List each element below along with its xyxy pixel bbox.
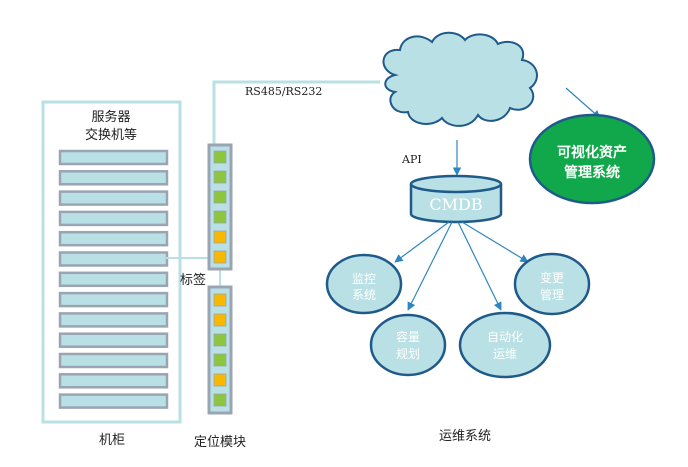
upper-slots (213, 150, 227, 264)
ops-node-automation-line1: 自动化 (487, 330, 523, 344)
cmdb-to-monitor-arrow (394, 221, 450, 263)
cmdb-database: CMDB (409, 174, 503, 224)
rack-unit (58, 291, 169, 308)
slot-green (213, 353, 227, 367)
cmdb-to-automation-arrow (457, 221, 502, 311)
rack-title-line2: 交换机等 (85, 127, 137, 143)
rack-unit (58, 149, 169, 166)
ops-nodes: 监控 系统 容量 规划 自动化 运维 变更 管理 (325, 252, 591, 379)
cmdb-label: CMDB (429, 195, 482, 214)
rack-unit (58, 332, 169, 348)
rack-unit (58, 170, 169, 186)
cloud-icon (382, 31, 538, 127)
slot-green (213, 393, 227, 407)
visual-system-line2: 管理系统 (564, 164, 620, 181)
ops-node-capacity-line1: 容量 (396, 329, 420, 344)
ops-node-monitor: 监控 系统 (325, 253, 403, 315)
cmdb-to-change-arrow (461, 221, 529, 263)
rack-unit (58, 312, 169, 328)
ops-node-automation: 自动化 运维 (458, 311, 552, 379)
locator-module: 标签 (180, 143, 233, 415)
rack-unit (58, 393, 169, 409)
ops-node-monitor-line1: 监控 (352, 272, 376, 286)
locator-caption: 定位模块 (194, 435, 246, 450)
rack-unit (58, 190, 169, 206)
lower-slots (213, 293, 227, 407)
slot-green (213, 333, 227, 347)
rack-unit (58, 352, 169, 369)
rack-unit (58, 271, 169, 288)
slot-green (213, 170, 227, 184)
serial-link-label: RS485/RS232 (245, 85, 322, 98)
ops-node-change: 变更 管理 (513, 252, 591, 316)
rack-unit (58, 230, 169, 247)
slot-orange (213, 313, 227, 327)
serial-link-line (212, 80, 380, 145)
ops-caption: 运维系统 (439, 429, 491, 444)
cmdb-to-capacity-arrow (407, 221, 453, 311)
ops-node-capacity: 容量 规划 (369, 313, 447, 377)
ops-node-monitor-line2: 系统 (352, 288, 376, 302)
locator-upper-strip (207, 143, 233, 271)
rack-cabinet: 服务器 交换机等 (41, 100, 182, 424)
ops-node-automation-line2: 运维 (493, 347, 517, 361)
visual-system-line1: 可视化资产 (557, 144, 627, 161)
slot-orange (213, 373, 227, 387)
rack-unit (58, 210, 169, 227)
slot-orange (213, 250, 227, 264)
ops-node-change-line2: 管理 (540, 287, 564, 302)
slot-orange (213, 293, 227, 307)
visual-asset-system: 可视化资产 管理系统 (528, 113, 656, 205)
tag-label: 标签 (180, 272, 206, 288)
slot-orange (213, 230, 227, 244)
rack-units (58, 149, 169, 409)
slot-green (213, 190, 227, 204)
rack-title-line1: 服务器 (91, 109, 130, 125)
rack-unit (58, 373, 169, 389)
slot-green (213, 210, 227, 224)
rack-caption: 机柜 (99, 433, 125, 448)
ops-node-change-line1: 变更 (540, 270, 564, 285)
ops-node-capacity-line2: 规划 (396, 346, 420, 361)
slot-green (213, 150, 227, 164)
api-label: API (401, 153, 422, 166)
rack-unit (58, 251, 169, 267)
cloud-to-visual-arrow (565, 87, 601, 119)
database-icon (409, 174, 503, 194)
